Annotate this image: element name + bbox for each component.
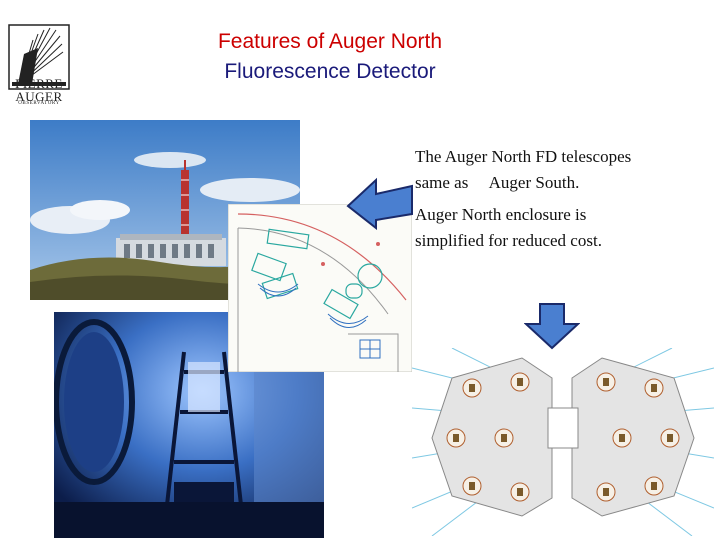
- paragraph-2-line-2: simplified for reduced cost.: [415, 231, 602, 250]
- slide-title-line1: Features of Auger North: [217, 30, 443, 53]
- arrow-down-icon: [524, 303, 580, 350]
- north-enclosure-diagram: [412, 348, 714, 536]
- paragraph-2-line-1: Auger North enclosure is: [415, 205, 587, 224]
- arrow-left-icon: [346, 177, 413, 230]
- paragraph-1-line-2: same as Auger South.: [415, 173, 580, 192]
- logo-text-pierre: PIERRE: [15, 76, 63, 91]
- logo-text-observatory: OBSERVATORY: [18, 101, 60, 106]
- logo-text-auger: AUGER: [15, 89, 63, 104]
- slide-title-line2: Fluorescence Detector: [224, 60, 436, 83]
- pierre-auger-logo-icon: [8, 24, 70, 90]
- south-building-floorplan: [228, 204, 412, 372]
- paragraph-1-line-1: The Auger North FD telescopes: [415, 147, 632, 166]
